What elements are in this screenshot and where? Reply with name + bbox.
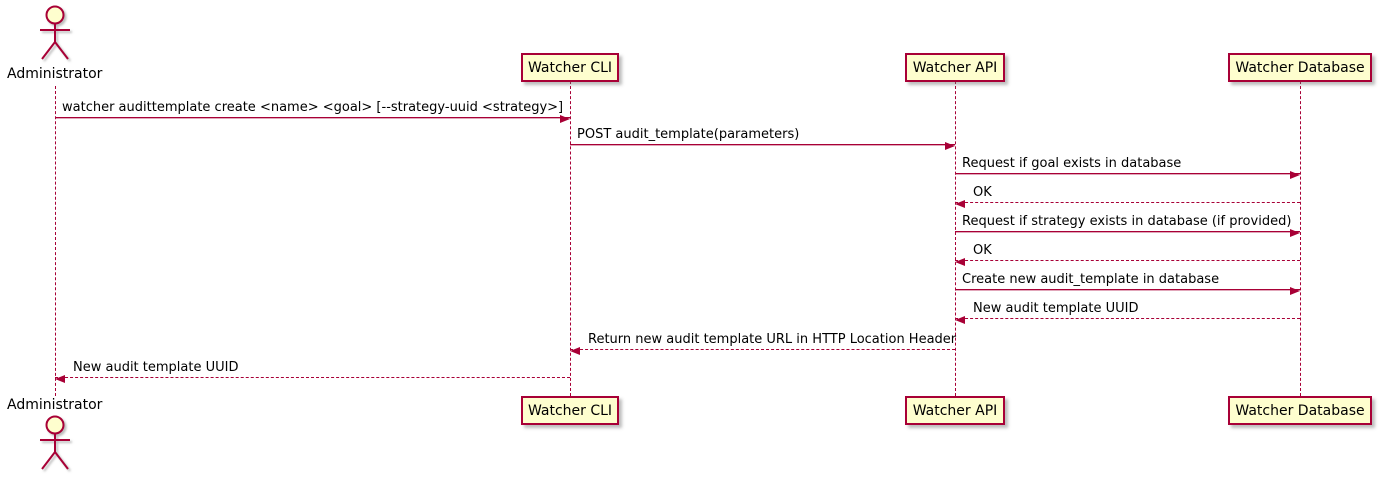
message-label: New audit template UUID bbox=[73, 360, 239, 375]
participant-box-watcher-database-bottom: Watcher Database bbox=[1228, 396, 1372, 425]
message-return-url-location-header: Return new audit template URL in HTTP Lo… bbox=[570, 332, 957, 355]
participant-box-watcher-cli-top: Watcher CLI bbox=[521, 53, 619, 82]
message-ok-strategy: OK bbox=[955, 243, 1300, 266]
message-label: OK bbox=[973, 243, 992, 258]
arrow-right-icon bbox=[945, 141, 955, 150]
message-new-uuid-from-db: New audit template UUID bbox=[955, 301, 1300, 324]
message-label: Return new audit template URL in HTTP Lo… bbox=[588, 332, 957, 347]
arrow-left-icon bbox=[55, 374, 65, 383]
message-label: OK bbox=[973, 185, 992, 200]
participant-box-watcher-cli-bottom: Watcher CLI bbox=[521, 396, 619, 425]
lifeline-watcher-cli bbox=[570, 81, 571, 396]
message-line bbox=[955, 289, 1300, 290]
message-new-uuid-to-admin: New audit template UUID bbox=[55, 360, 570, 383]
arrow-right-icon bbox=[1290, 228, 1300, 237]
message-line bbox=[570, 349, 955, 350]
message-line bbox=[55, 377, 570, 378]
message-line bbox=[955, 202, 1300, 203]
actor-label-top: Administrator bbox=[7, 66, 103, 82]
arrow-left-icon bbox=[955, 199, 965, 208]
participant-box-watcher-api-top: Watcher API bbox=[905, 53, 1005, 82]
message-create-audittemplate: watcher audittemplate create <name> <goa… bbox=[55, 100, 570, 123]
message-request-strategy-exists: Request if strategy exists in database (… bbox=[955, 214, 1300, 237]
message-line bbox=[955, 260, 1300, 261]
message-ok-goal: OK bbox=[955, 185, 1300, 208]
message-post-audit-template: POST audit_template(parameters) bbox=[570, 127, 955, 150]
lifeline-watcher-api bbox=[955, 81, 956, 396]
arrow-left-icon bbox=[955, 257, 965, 266]
lifeline-watcher-database bbox=[1300, 81, 1301, 396]
message-line bbox=[955, 318, 1300, 319]
message-label: watcher audittemplate create <name> <goa… bbox=[62, 100, 564, 115]
actor-icon bbox=[40, 415, 70, 470]
message-line bbox=[55, 117, 570, 118]
arrow-right-icon bbox=[1290, 286, 1300, 295]
arrow-left-icon bbox=[570, 346, 580, 355]
arrow-right-icon bbox=[560, 114, 570, 123]
message-label: Request if strategy exists in database (… bbox=[962, 214, 1292, 229]
message-request-goal-exists: Request if goal exists in database bbox=[955, 156, 1300, 179]
lifeline-administrator bbox=[55, 86, 56, 396]
participant-box-watcher-database-top: Watcher Database bbox=[1228, 53, 1372, 82]
participant-box-watcher-api-bottom: Watcher API bbox=[905, 396, 1005, 425]
message-create-in-database: Create new audit_template in database bbox=[955, 272, 1300, 295]
actor-icon bbox=[40, 5, 70, 60]
actor-label-bottom: Administrator bbox=[7, 397, 103, 413]
message-label: Request if goal exists in database bbox=[962, 156, 1182, 171]
message-line bbox=[955, 173, 1300, 174]
arrow-left-icon bbox=[955, 315, 965, 324]
message-line bbox=[570, 144, 955, 145]
message-label: POST audit_template(parameters) bbox=[577, 127, 800, 142]
message-label: New audit template UUID bbox=[973, 301, 1139, 316]
message-line bbox=[955, 231, 1300, 232]
arrow-right-icon bbox=[1290, 170, 1300, 179]
message-label: Create new audit_template in database bbox=[962, 272, 1220, 287]
